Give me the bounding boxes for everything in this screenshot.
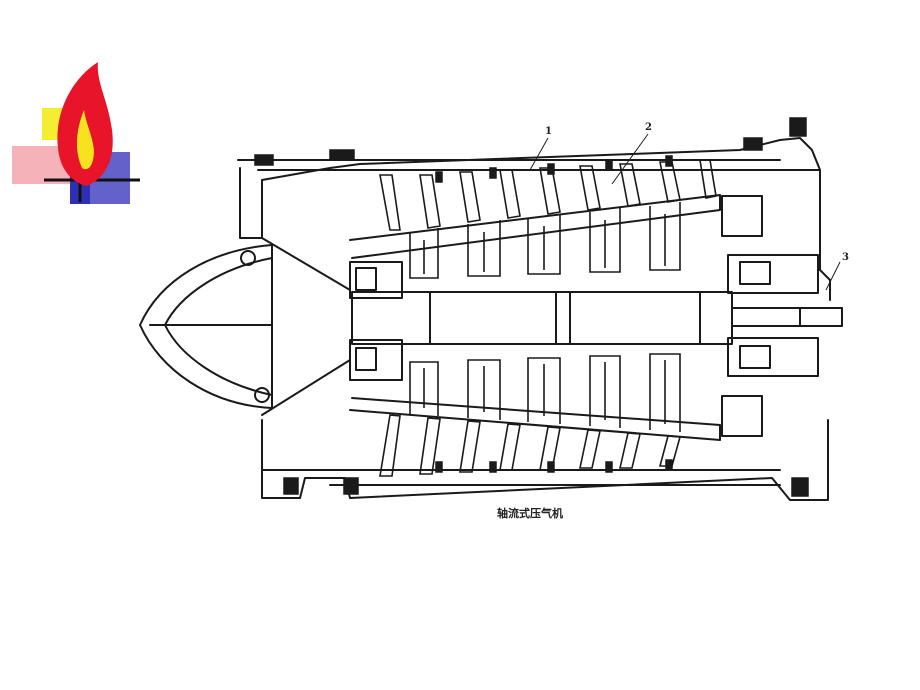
callout-1: 1: [545, 126, 552, 137]
callout-2: 2: [645, 122, 652, 133]
callout-3: 3: [842, 252, 849, 263]
flame-logo-icon: [12, 62, 140, 204]
figure-caption: 轴流式压气机: [497, 507, 563, 520]
